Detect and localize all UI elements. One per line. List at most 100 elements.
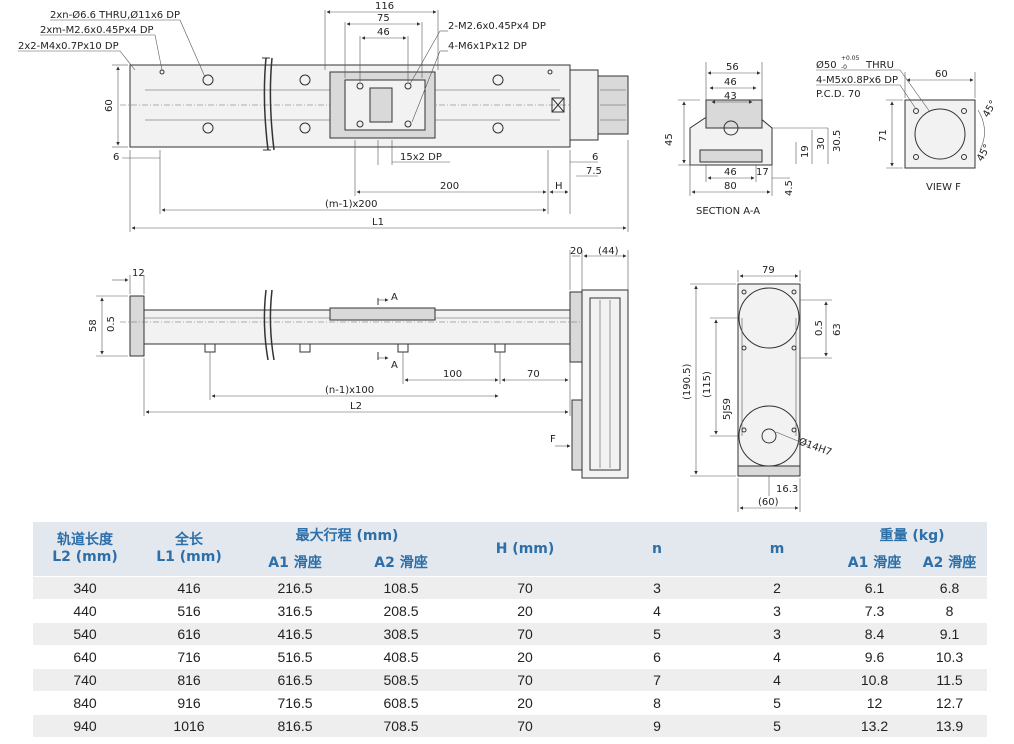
dim-l2: L2 bbox=[350, 401, 362, 412]
section-aa-label: SECTION A-A bbox=[696, 206, 760, 217]
header-total-length-unit: L1 (mm) bbox=[156, 549, 222, 565]
cell-h: 70 bbox=[453, 714, 598, 737]
cell-weight-a1: 7.3 bbox=[837, 599, 913, 623]
cell-stroke-a1: 216.5 bbox=[241, 576, 349, 600]
cell-m: 5 bbox=[717, 691, 838, 715]
header-rail-length-cn: 轨道长度 bbox=[57, 532, 113, 548]
cell-stroke-a2: 508.5 bbox=[349, 668, 454, 692]
header-weight-a2: A2 滑座 bbox=[912, 550, 988, 577]
cell-stroke-a2: 208.5 bbox=[349, 599, 454, 623]
dim-l1: L1 bbox=[372, 217, 384, 228]
header-stroke-a2: A2 滑座 bbox=[349, 550, 454, 577]
cell-h: 20 bbox=[453, 599, 598, 623]
cell-l2: 640 bbox=[33, 645, 137, 669]
cell-l1: 416 bbox=[137, 576, 241, 600]
dim-4-5: 4.5 bbox=[784, 180, 795, 196]
cell-l1: 1016 bbox=[137, 714, 241, 737]
dim-46-sec: 46 bbox=[724, 77, 737, 88]
header-weight: 重量 (kg) bbox=[837, 522, 988, 550]
dim-116: 116 bbox=[375, 1, 394, 12]
cell-l2: 840 bbox=[33, 691, 137, 715]
dim-44: (44) bbox=[598, 246, 619, 257]
cell-weight-a2: 13.9 bbox=[912, 714, 988, 737]
cell-weight-a2: 8 bbox=[912, 599, 988, 623]
callout-tol-plus: +0.05 bbox=[841, 55, 860, 62]
dim-79: 79 bbox=[762, 265, 775, 276]
header-h: H (mm) bbox=[453, 522, 598, 577]
cell-stroke-a1: 416.5 bbox=[241, 622, 349, 646]
cell-weight-a1: 8.4 bbox=[837, 622, 913, 646]
dim-n-pitch: (n-1)x100 bbox=[325, 385, 374, 396]
top-view: 116 75 46 2xn-Ø6.6 THRU,Ø11x6 DP 2xm-M2.… bbox=[18, 1, 629, 232]
cell-l1: 816 bbox=[137, 668, 241, 692]
header-total-length-cn: 全长 bbox=[175, 532, 203, 548]
dim-7-5: 7.5 bbox=[586, 166, 602, 177]
cell-weight-a1: 10.8 bbox=[837, 668, 913, 692]
cell-l1: 616 bbox=[137, 622, 241, 646]
dim-6-right: 6 bbox=[592, 152, 598, 163]
callout-thru: THRU bbox=[865, 60, 894, 71]
side-view: 12 58 0.5 20 (44) A A 100 70 (n-1)x100 L… bbox=[88, 246, 629, 479]
cell-stroke-a2: 308.5 bbox=[349, 622, 454, 646]
cell-m: 3 bbox=[717, 599, 838, 623]
cell-stroke-a1: 816.5 bbox=[241, 714, 349, 737]
cell-l1: 716 bbox=[137, 645, 241, 669]
dim-m-pitch: (m-1)x200 bbox=[325, 199, 378, 210]
dim-phi14: Ø14H7 bbox=[797, 436, 834, 459]
dim-100: 100 bbox=[443, 369, 462, 380]
callout-carriage-m26: 2-M2.6x0.45Px4 DP bbox=[448, 21, 546, 32]
section-mark-a-bottom: A bbox=[391, 360, 398, 371]
dim-115: (115) bbox=[702, 371, 713, 398]
section-mark-a-top: A bbox=[391, 292, 398, 303]
dim-75: 75 bbox=[377, 13, 390, 24]
cell-m: 4 bbox=[717, 668, 838, 692]
callout-m26-holes: 2xm-M2.6x0.45Px4 DP bbox=[40, 25, 154, 36]
dim-60-viewf: 60 bbox=[935, 69, 948, 80]
cell-n: 5 bbox=[597, 622, 718, 646]
dim-15x2: 15x2 DP bbox=[400, 152, 442, 163]
view-arrow-f: F bbox=[550, 434, 556, 445]
dim-17: 17 bbox=[756, 167, 769, 178]
cell-l2: 540 bbox=[33, 622, 137, 646]
cell-weight-a1: 6.1 bbox=[837, 576, 913, 600]
cell-n: 6 bbox=[597, 645, 718, 669]
callout-tol-minus: -0 bbox=[841, 64, 847, 71]
header-max-stroke: 最大行程 (mm) bbox=[241, 522, 454, 550]
cell-m: 2 bbox=[717, 576, 838, 600]
cell-weight-a2: 11.5 bbox=[912, 668, 988, 692]
cell-weight-a1: 13.2 bbox=[837, 714, 913, 737]
cell-weight-a2: 9.1 bbox=[912, 622, 988, 646]
dim-46-bottom: 46 bbox=[724, 167, 737, 178]
header-stroke-a1: A1 滑座 bbox=[241, 550, 349, 577]
cell-stroke-a1: 516.5 bbox=[241, 645, 349, 669]
cell-weight-a2: 12.7 bbox=[912, 691, 988, 715]
dim-30: 30 bbox=[816, 137, 827, 150]
cell-l1: 516 bbox=[137, 599, 241, 623]
cell-stroke-a1: 616.5 bbox=[241, 668, 349, 692]
dim-0-5-side: 0.5 bbox=[106, 316, 117, 332]
dim-190-5: (190.5) bbox=[682, 363, 693, 400]
dim-70: 70 bbox=[527, 369, 540, 380]
dim-80: 80 bbox=[724, 181, 737, 192]
callout-phi50: Ø50 bbox=[816, 59, 837, 71]
dim-h: H bbox=[555, 181, 563, 192]
dim-71: 71 bbox=[878, 129, 889, 142]
cell-stroke-a2: 608.5 bbox=[349, 691, 454, 715]
dim-16-3: 16.3 bbox=[776, 484, 798, 495]
dim-43: 43 bbox=[724, 91, 737, 102]
cell-l2: 940 bbox=[33, 714, 137, 737]
callout-thru-holes: 2xn-Ø6.6 THRU,Ø11x6 DP bbox=[50, 9, 180, 21]
end-view: 79 63 0.5 (190.5) (115) 5JS9 Ø14H7 16.3 … bbox=[682, 265, 843, 512]
dim-5js9: 5JS9 bbox=[722, 398, 733, 420]
cell-stroke-a2: 708.5 bbox=[349, 714, 454, 737]
dim-19: 19 bbox=[800, 145, 811, 158]
header-rail-length-unit: L2 (mm) bbox=[52, 549, 118, 565]
technical-drawing: 116 75 46 2xn-Ø6.6 THRU,Ø11x6 DP 2xm-M2.… bbox=[18, 1, 999, 512]
